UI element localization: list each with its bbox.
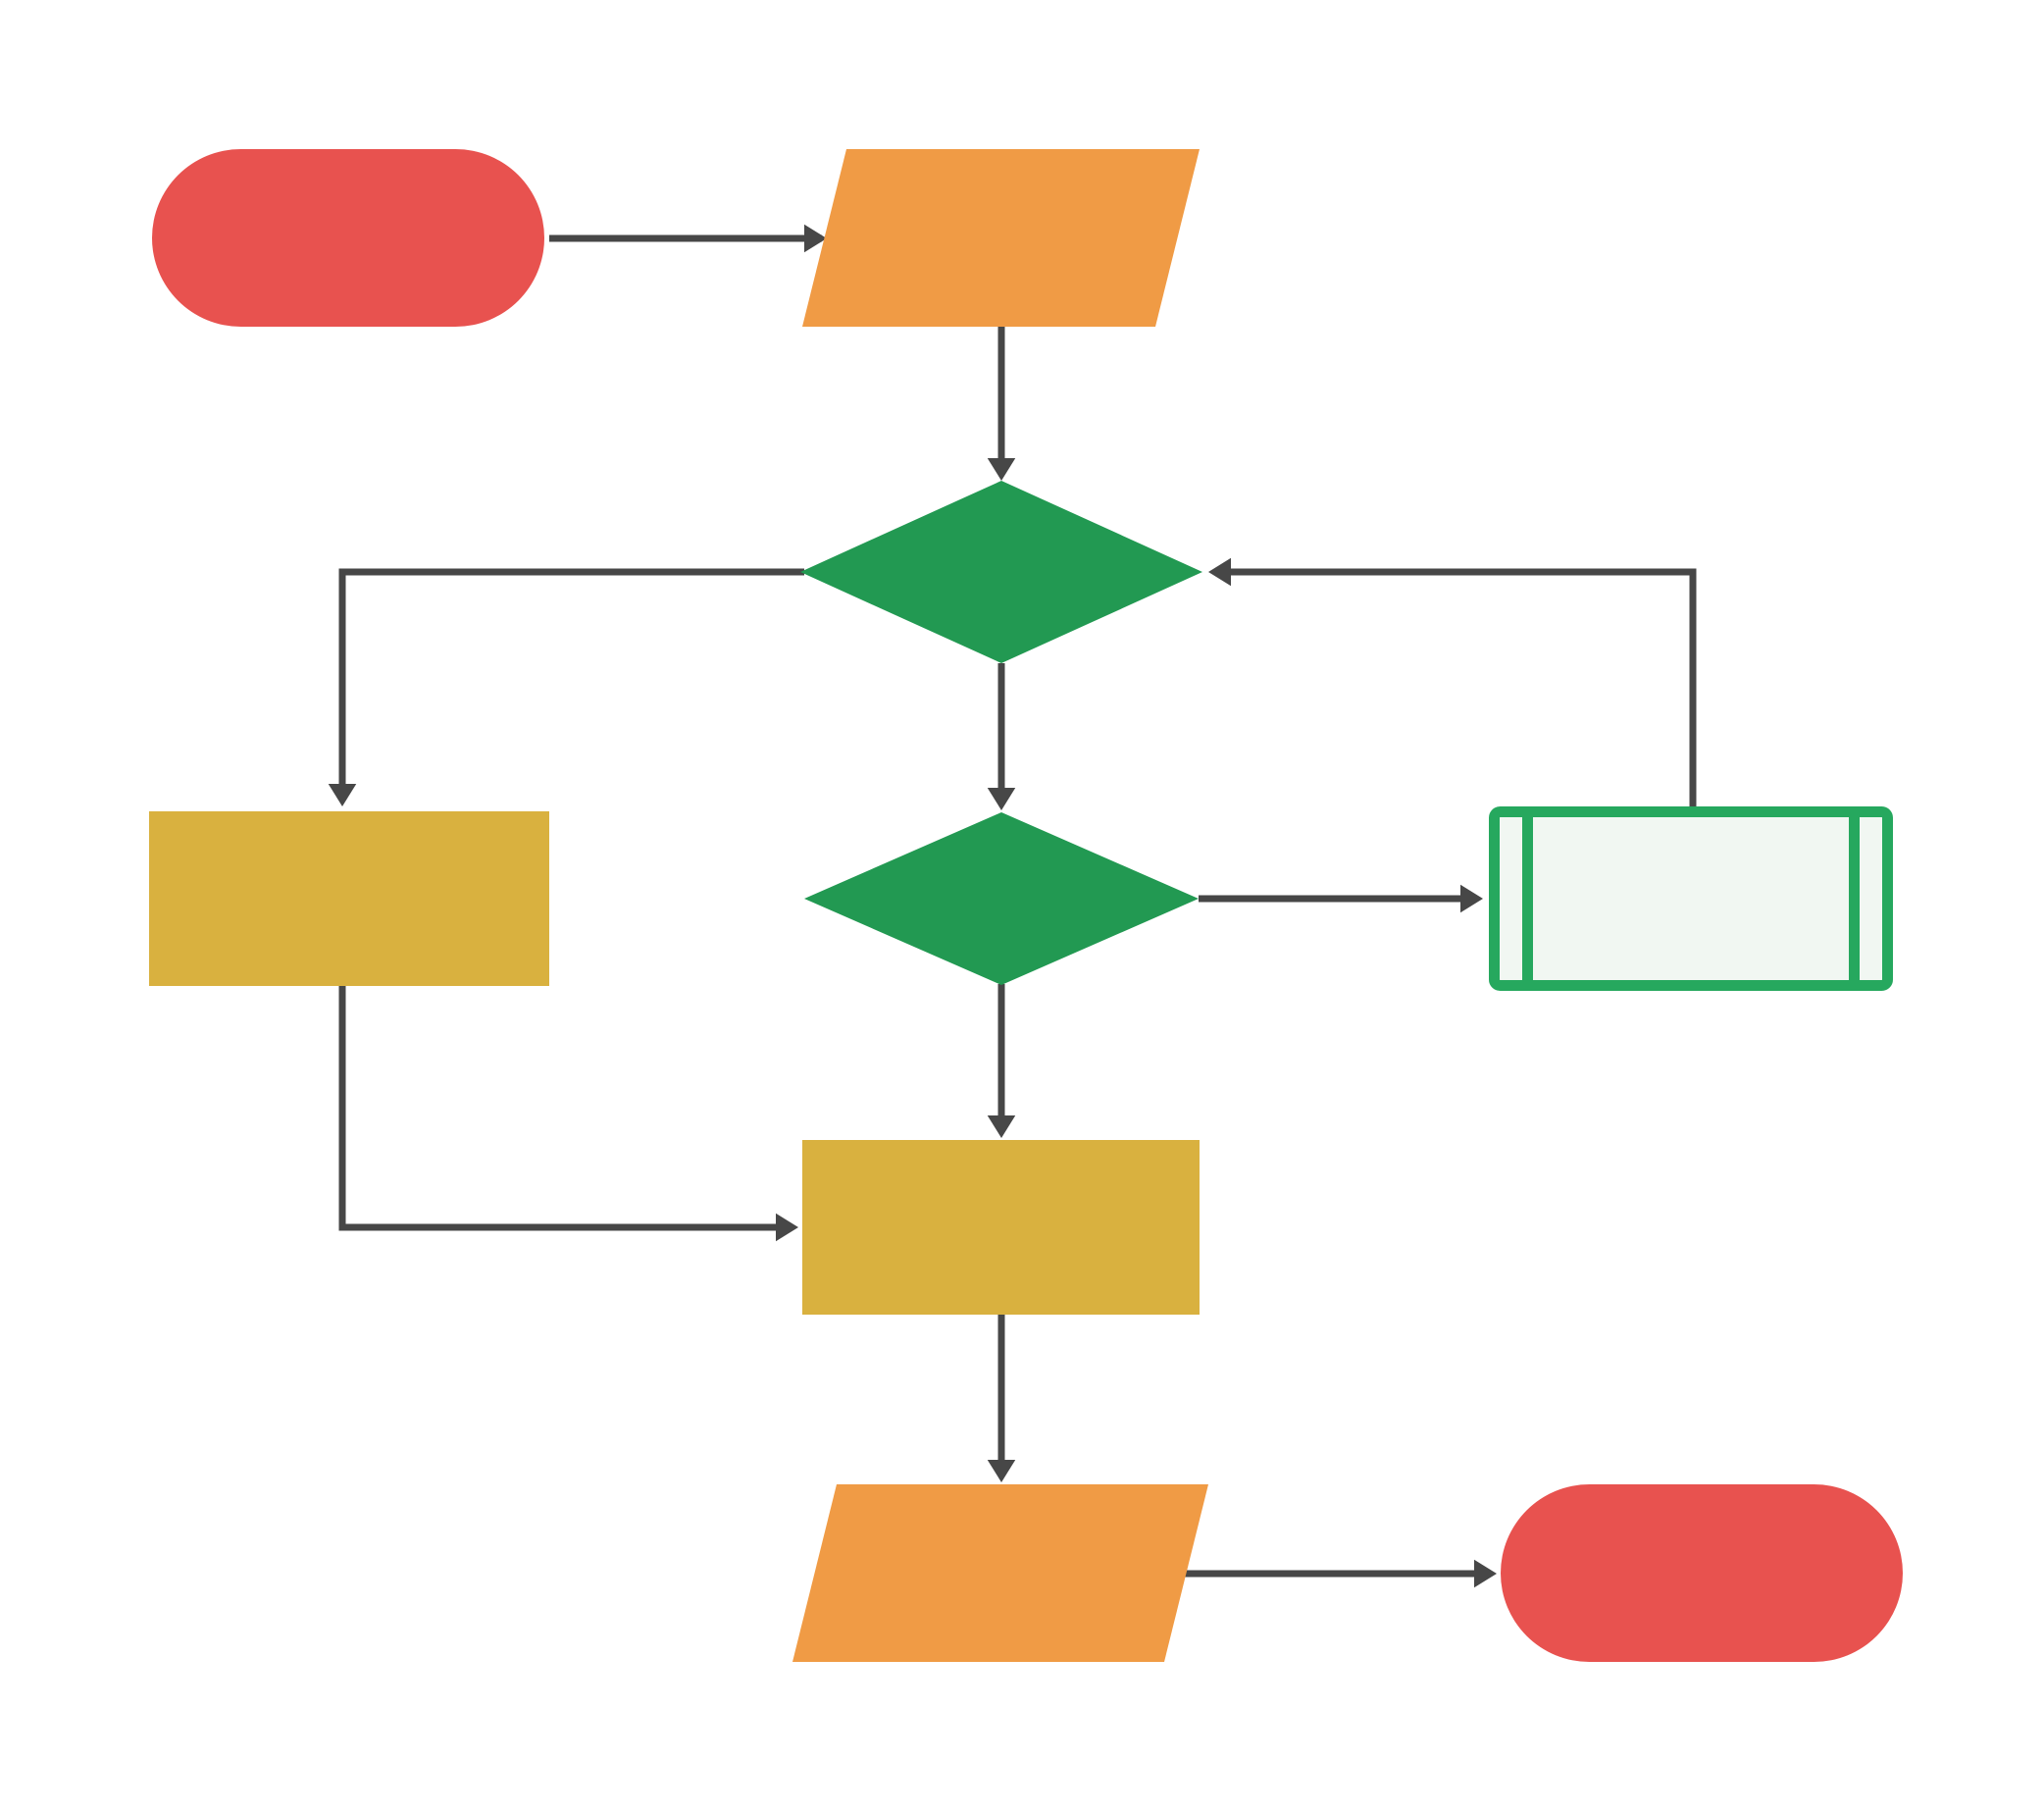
- edge-decision2-to-process-center-arrowhead: [987, 1115, 1016, 1138]
- end-terminator[interactable]: [1501, 1484, 1903, 1662]
- edge-process-left-to-process-center-line: [338, 986, 783, 1231]
- predefined-process-box-body: [1489, 806, 1893, 991]
- edge-decision1-to-decision2-arrowhead: [987, 788, 1016, 810]
- decision-diamond-secondary[interactable]: [804, 812, 1199, 985]
- edge-start-to-input-arrowhead: [804, 224, 827, 253]
- edge-decision1-to-process-left-line: [338, 568, 804, 790]
- edge-decision1-to-process-left-arrowhead: [328, 784, 357, 806]
- predefined-process-box[interactable]: [1489, 806, 1893, 991]
- decision-diamond-secondary-body: [804, 812, 1199, 985]
- nodes-layer: [149, 149, 1903, 1662]
- edge-output-to-end-arrowhead: [1474, 1559, 1497, 1588]
- edge-decision2-to-subroutine-arrowhead: [1460, 884, 1483, 913]
- edge-process-left-to-process-center-arrowhead: [776, 1213, 798, 1242]
- edge-process-center-to-output[interactable]: [987, 1315, 1016, 1482]
- edge-decision2-to-subroutine[interactable]: [1199, 884, 1483, 913]
- edge-decision1-to-decision2[interactable]: [987, 663, 1016, 810]
- decision-diamond-primary-body: [800, 481, 1202, 663]
- output-parallelogram[interactable]: [792, 1484, 1208, 1662]
- output-parallelogram-body: [792, 1484, 1208, 1662]
- input-parallelogram[interactable]: [802, 149, 1200, 327]
- edges-layer: [328, 224, 1697, 1588]
- start-terminator[interactable]: [152, 149, 544, 327]
- edge-subroutine-loop-back-to-decision1-line: [1224, 568, 1697, 806]
- edge-decision2-to-process-center[interactable]: [987, 984, 1016, 1138]
- decision-diamond-primary[interactable]: [800, 481, 1202, 663]
- process-rect-center[interactable]: [802, 1140, 1200, 1315]
- process-rect-left[interactable]: [149, 811, 549, 986]
- input-parallelogram-body: [802, 149, 1200, 327]
- process-rect-center-body: [802, 1140, 1200, 1315]
- start-terminator-body: [152, 149, 544, 327]
- edge-input-to-decision1[interactable]: [987, 327, 1016, 481]
- edge-process-center-to-output-arrowhead: [987, 1460, 1016, 1482]
- end-terminator-body: [1501, 1484, 1903, 1662]
- edge-output-to-end[interactable]: [1164, 1559, 1497, 1588]
- edge-process-left-to-process-center[interactable]: [338, 986, 798, 1242]
- edge-input-to-decision1-arrowhead: [987, 458, 1016, 481]
- edge-subroutine-loop-back-to-decision1[interactable]: [1208, 557, 1697, 806]
- edge-decision1-to-process-left[interactable]: [328, 568, 804, 806]
- edge-start-to-input[interactable]: [549, 224, 827, 253]
- edge-subroutine-loop-back-to-decision1-arrowhead: [1208, 557, 1231, 587]
- process-rect-left-body: [149, 811, 549, 986]
